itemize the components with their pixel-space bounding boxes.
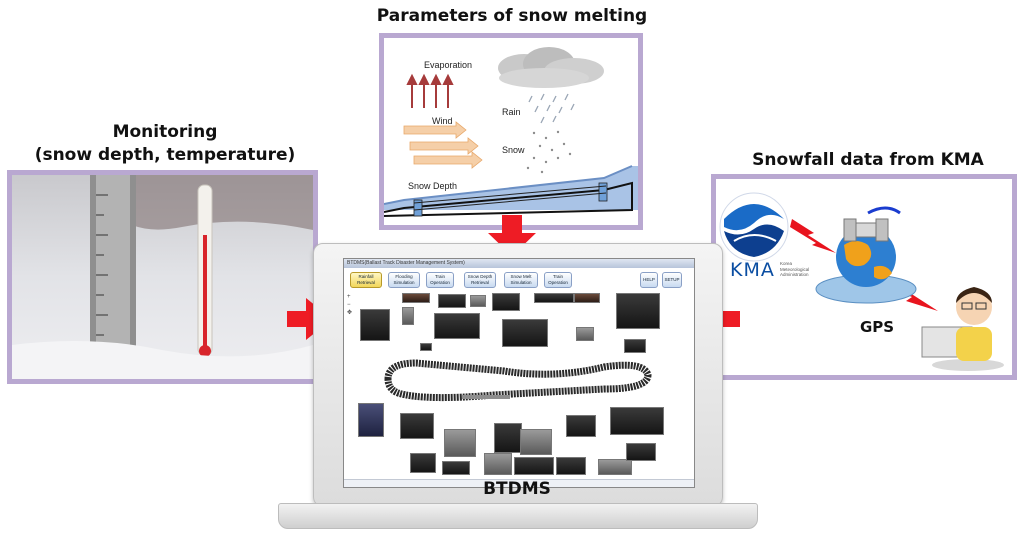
track-cross-section bbox=[384, 165, 638, 217]
system-title: BTDMS bbox=[483, 479, 551, 499]
laptop-base bbox=[278, 503, 758, 529]
help-button[interactable]: HELP bbox=[640, 272, 658, 288]
snow-dots bbox=[526, 130, 572, 174]
orbit-arrow-icon bbox=[867, 206, 901, 215]
block bbox=[576, 327, 594, 341]
rain-drops bbox=[528, 93, 575, 124]
block bbox=[402, 293, 430, 303]
snow-label: Snow bbox=[502, 145, 525, 155]
block bbox=[400, 413, 434, 439]
wind-arrows bbox=[403, 121, 483, 169]
rail-track-loop bbox=[384, 359, 652, 402]
rainfall-retrieval-button[interactable]: Rainfall Retrieval bbox=[350, 272, 382, 288]
rain-label: Rain bbox=[502, 107, 521, 117]
kma-title: Snowfall data from KMA bbox=[752, 150, 984, 170]
kma-sub-2: Meteorological bbox=[780, 266, 810, 272]
block bbox=[442, 461, 470, 475]
block bbox=[520, 429, 552, 455]
block bbox=[434, 313, 480, 339]
train-operation-button-1[interactable]: Train Operation bbox=[426, 272, 454, 288]
snow-depth-label: Snow Depth bbox=[408, 181, 458, 191]
block bbox=[598, 459, 632, 475]
block bbox=[484, 453, 512, 475]
zoom-in-icon[interactable]: + bbox=[347, 294, 351, 300]
kma-sub-1: Korea bbox=[780, 261, 793, 266]
block bbox=[502, 319, 548, 347]
window-title: BTDMS(Ballast Track Disaster Management … bbox=[344, 259, 694, 268]
block bbox=[470, 295, 486, 307]
ruler-icon bbox=[90, 175, 136, 357]
block bbox=[624, 339, 646, 353]
block bbox=[444, 429, 476, 457]
btdms-screen: BTDMS(Ballast Track Disaster Management … bbox=[343, 258, 695, 488]
cloud-icon bbox=[498, 47, 604, 88]
evaporation-label: Evaporation bbox=[424, 60, 473, 70]
block bbox=[626, 443, 656, 461]
evaporation-arrows bbox=[406, 73, 454, 108]
snow-photo bbox=[12, 175, 313, 379]
thermometer-icon bbox=[197, 184, 213, 357]
block bbox=[514, 457, 554, 475]
monitoring-panel bbox=[7, 170, 318, 384]
block bbox=[420, 343, 432, 351]
melting-panel: Evaporation Rain Wind Snow Snow Depth bbox=[379, 33, 643, 230]
block bbox=[616, 293, 660, 329]
block bbox=[574, 293, 600, 303]
zoom-tools: + − ✥ bbox=[347, 293, 353, 317]
monitoring-title: Monitoring bbox=[112, 122, 218, 142]
user-with-laptop-icon bbox=[921, 287, 1004, 371]
melting-title: Parameters of snow melting bbox=[376, 6, 648, 26]
setup-button[interactable]: SETUP bbox=[662, 272, 682, 288]
globe-icon bbox=[815, 227, 917, 304]
monitoring-subtitle: (snow depth, temperature) bbox=[34, 145, 296, 165]
block bbox=[410, 453, 436, 473]
snow-melt-simulation-button[interactable]: Snow Melt Simulation bbox=[504, 272, 538, 288]
zoom-out-icon[interactable]: − bbox=[347, 302, 351, 308]
wind-label: Wind bbox=[432, 116, 453, 126]
kma-sub-3: Administration bbox=[780, 272, 809, 277]
block bbox=[610, 407, 664, 435]
scene-3d[interactable] bbox=[354, 291, 690, 475]
kma-logo-text: KMA bbox=[730, 259, 775, 281]
pan-icon[interactable]: ✥ bbox=[347, 310, 353, 316]
block bbox=[360, 309, 390, 341]
kma-logo-icon bbox=[719, 192, 789, 262]
block bbox=[492, 293, 520, 311]
status-bar bbox=[344, 479, 694, 487]
kma-illustration bbox=[719, 192, 1004, 371]
block bbox=[402, 307, 414, 325]
kma-panel: KMA Korea Meteorological Administration … bbox=[711, 174, 1017, 380]
snow-depth-retrieval-button[interactable]: Snow Depth Retrieval bbox=[464, 272, 496, 288]
block bbox=[534, 293, 574, 303]
kma-logo-subtext: Korea Meteorological Administration bbox=[780, 261, 809, 278]
block bbox=[556, 457, 586, 475]
satellite-icon bbox=[843, 218, 889, 242]
train-operation-button-2[interactable]: Train Operation bbox=[544, 272, 572, 288]
block bbox=[358, 403, 384, 437]
block bbox=[566, 415, 596, 437]
block bbox=[438, 294, 466, 308]
flooding-simulation-button[interactable]: Flooding Simulation bbox=[388, 272, 420, 288]
gps-label: GPS bbox=[860, 318, 895, 336]
melting-illustration bbox=[384, 47, 638, 217]
